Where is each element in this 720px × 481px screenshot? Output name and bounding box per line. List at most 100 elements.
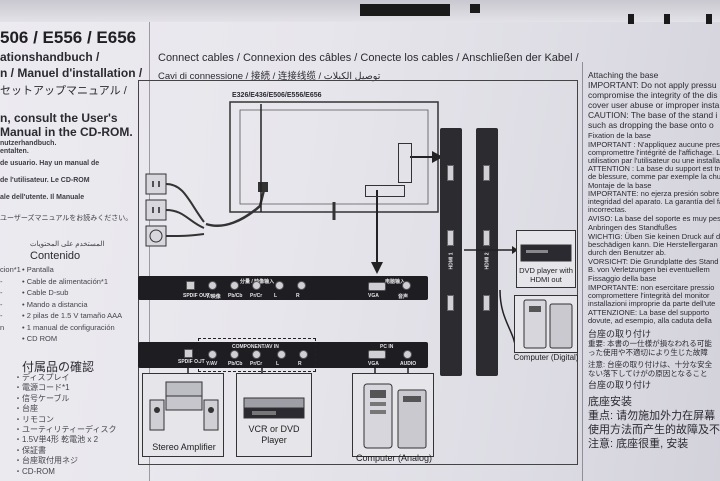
jp-list: ・ディスプレイ ・電源コード*1 ・信号ケーブル ・台座 ・リモコン ・ユーティ… bbox=[14, 373, 116, 477]
port-label: Pr/Cr bbox=[250, 361, 263, 367]
right-line: 重要: 本書の一仕様が損なわれる可能 bbox=[588, 339, 712, 348]
left-line: ationshandbuch / bbox=[0, 50, 100, 64]
registration-mark bbox=[706, 14, 712, 24]
device-label-stereo: Stereo Amplifier bbox=[152, 442, 216, 452]
device-label-dvd-hdmi: DVD player with HDMI out bbox=[519, 266, 573, 284]
right-line: 台座の取り付け bbox=[588, 380, 652, 390]
computer-digital-icon bbox=[523, 299, 573, 349]
list-item: • Cable de alimentación*1 bbox=[22, 276, 109, 286]
right-line: Montaje de la base bbox=[588, 181, 652, 190]
port-jack bbox=[368, 350, 386, 359]
list-item: • CD ROM bbox=[22, 334, 58, 343]
right-line: IMPORTANT: Do not apply pressu bbox=[588, 80, 717, 90]
hdmi-port bbox=[447, 295, 454, 311]
port-jack bbox=[208, 281, 217, 290]
left-line: n / Manuel d'installation / bbox=[0, 66, 143, 80]
list-item: - bbox=[0, 311, 3, 320]
port-label: SPDIF OUT bbox=[178, 359, 205, 365]
connector-block bbox=[365, 185, 405, 197]
right-line: ない落下してけがの原因となること bbox=[588, 369, 708, 378]
right-line: cover user abuse or improper insta bbox=[588, 100, 720, 110]
right-line: compromise the integrity of the dis bbox=[588, 90, 718, 100]
port-group-label: PC IN bbox=[380, 344, 394, 350]
right-line: Anbringen des Standfußes bbox=[588, 223, 677, 232]
left-line: de usuario. Hay un manual de bbox=[0, 160, 100, 167]
right-line: Fissaggio della base bbox=[588, 274, 657, 283]
diagram-frame bbox=[138, 80, 578, 465]
contenido-list: • Pantalla • Cable de alimentación*1 • C… bbox=[22, 264, 122, 345]
cable-line bbox=[260, 104, 262, 212]
port-label: VGA bbox=[368, 293, 379, 299]
left-line: المستخدم على المحتويات bbox=[30, 241, 105, 248]
right-line: B. von Verletzungen bei eventuellem bbox=[588, 265, 710, 274]
right-line: WICHTIG: Üben Sie keinen Druck auf d bbox=[588, 232, 720, 241]
model-title: 506 / E556 / E656 bbox=[0, 28, 137, 47]
right-line: installazioni improprie da parte dell'ut… bbox=[588, 299, 716, 308]
left-line: Manual in the CD-ROM. bbox=[0, 125, 133, 139]
list-item: ・CD-ROM bbox=[14, 466, 55, 476]
port-jack bbox=[208, 350, 217, 359]
right-line: 底座安装 bbox=[588, 396, 632, 408]
port-label: Pb/Cb bbox=[228, 293, 243, 299]
right-line: IMPORTANT : N'appliquez aucune pressi bbox=[588, 140, 720, 149]
list-item: n bbox=[0, 322, 5, 332]
list-item: • 1 manual de configuración bbox=[22, 322, 115, 332]
port-label: Y/映像 bbox=[206, 294, 221, 300]
port-label: AUDIO bbox=[400, 361, 417, 367]
list-item: - bbox=[0, 299, 3, 309]
arrow-right bbox=[410, 151, 443, 163]
port-label: Pb/Cb bbox=[228, 361, 243, 367]
right-line: compromettre l'intégrité de l'affichage.… bbox=[588, 148, 720, 157]
registration-mark bbox=[360, 4, 450, 16]
port-group-label: 电脑输入 bbox=[385, 279, 406, 285]
list-item: - bbox=[0, 288, 3, 297]
port-jack bbox=[403, 350, 412, 359]
port-label: 音声 bbox=[398, 294, 409, 300]
port-label: Y/AV bbox=[206, 361, 218, 367]
hdmi-port bbox=[447, 165, 454, 181]
connect-cables-subtitle: Cavi di connessione / 接続 / 连接线缆 / توصيل … bbox=[158, 71, 381, 82]
left-line: ユーザーズマニュアルをお読みください。 bbox=[0, 215, 133, 222]
list-item: ・電源コード*1 bbox=[14, 383, 70, 393]
computer-analog-icon bbox=[363, 383, 427, 449]
right-line: Fixation de la base bbox=[588, 131, 651, 140]
right-line: CAUTION: The base of the stand i bbox=[588, 110, 718, 120]
list-item: ・1.5V単4形 乾電池 x 2 bbox=[14, 435, 99, 445]
hdmi-port bbox=[483, 295, 490, 311]
monitor-models: E326/E436/E506/E556/E656 bbox=[232, 92, 322, 99]
list-item: ・リモコン bbox=[14, 414, 54, 424]
port-jack bbox=[230, 350, 239, 359]
right-line: 使用方法而产生的故障及不 bbox=[588, 424, 720, 436]
right-column bbox=[582, 62, 720, 481]
port-jack bbox=[252, 281, 261, 290]
hdmi-port bbox=[447, 230, 454, 246]
right-line: VORSICHT: Die Grundplatte des Stand bbox=[588, 257, 719, 266]
hdmi-port bbox=[483, 230, 490, 246]
connector-block bbox=[398, 143, 412, 183]
right-line: de blessure, comme par exemple la chut bbox=[588, 172, 720, 181]
list-item: • 2 pilas de 1.5 V tamaño AAA bbox=[22, 311, 123, 320]
hdmi-port bbox=[483, 165, 490, 181]
list-item: ・ディスプレイ bbox=[14, 373, 70, 382]
hdmi-side-panel bbox=[440, 128, 462, 376]
list-item: ・ユーティリティーディスク bbox=[14, 425, 117, 435]
vcr-icon bbox=[243, 397, 305, 419]
right-line: Attaching the base bbox=[588, 70, 659, 80]
port-jack bbox=[186, 281, 195, 290]
page-fold bbox=[0, 0, 720, 24]
contenido-heading: Contenido bbox=[30, 250, 81, 262]
right-line: compromettere l'integrità del monitor bbox=[588, 291, 710, 300]
port-jack bbox=[275, 281, 284, 290]
hdmi-label: HDMI 1 bbox=[448, 252, 455, 270]
left-line: n, consult the User's bbox=[0, 111, 118, 125]
right-line: beschädigen kann. Die Herstellergaran bbox=[588, 240, 718, 249]
list-item: ・台座 bbox=[14, 404, 38, 414]
port-jack bbox=[277, 350, 286, 359]
registration-mark bbox=[470, 4, 480, 13]
hdmi-cables bbox=[464, 246, 518, 351]
jp-heading: 付属品の確認 bbox=[22, 360, 95, 374]
port-label: Pr/Cr bbox=[250, 293, 263, 299]
list-item: cion*1 bbox=[0, 265, 21, 274]
device-label-computer-digital: Computer (Digital) bbox=[513, 353, 579, 362]
